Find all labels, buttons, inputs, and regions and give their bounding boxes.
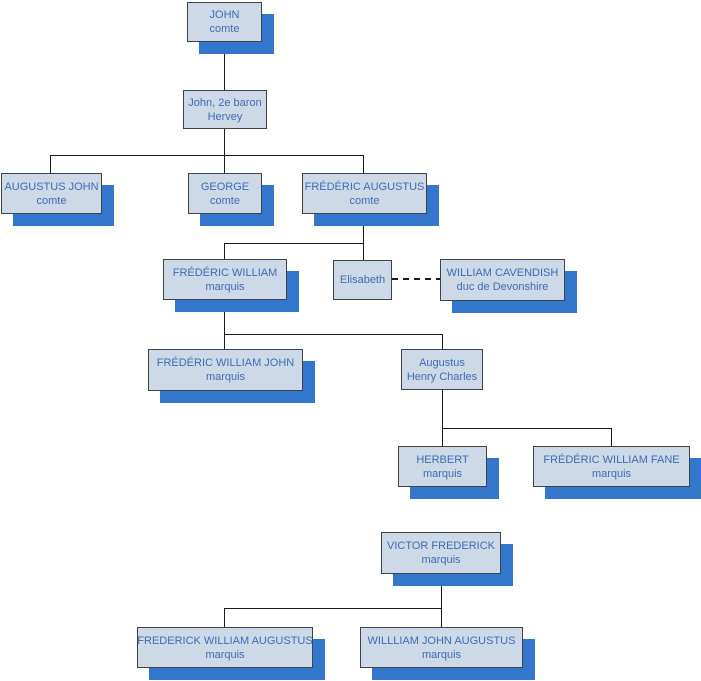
node-frederic-william-john: FRÉDÉRIC WILLIAM JOHN marquis	[148, 349, 303, 391]
node-name: FREDERICK WILLIAM AUGUSTUS	[137, 634, 313, 647]
node-name: Augustus	[419, 356, 465, 369]
node-willliam-john-augustus: WILLLIAM JOHN AUGUSTUS marquis	[360, 627, 523, 668]
connector-line	[442, 334, 443, 349]
connector-line	[50, 155, 364, 156]
connector-line	[224, 608, 225, 627]
node-elisabeth: Elisabeth	[333, 260, 392, 300]
connector-line	[441, 574, 442, 627]
node-frederic-william-fane: FRÉDÉRIC WILLIAM FANE marquis	[533, 446, 690, 487]
node-name: FRÉDÉRIC WILLIAM FANE	[543, 453, 680, 466]
node-name: GEORGE	[200, 180, 250, 193]
node-name: FRÉDÉRIC WILLIAM JOHN	[156, 357, 295, 369]
node-title: marquis	[421, 554, 461, 566]
connector-line	[224, 42, 225, 90]
node-title: marquis	[421, 648, 462, 661]
node-name: VICTOR FREDERICK	[387, 540, 495, 552]
node-name: FRÉDÉRIC AUGUSTUS	[304, 180, 425, 193]
node-title: marquis	[422, 467, 463, 480]
connector-line	[442, 390, 443, 446]
node-augustus-henry-charles: Augustus Henry Charles	[401, 349, 483, 390]
node-title: marquis	[591, 467, 632, 480]
node-william-cavendish: WILLIAM CAVENDISH duc de Devonshire	[440, 259, 565, 301]
node-frederick-william-augustus: FREDERICK WILLIAM AUGUSTUS marquis	[137, 627, 313, 668]
node-name: FRÉDÉRIC WILLIAM	[172, 266, 278, 279]
node-name: AUGUSTUS JOHN	[4, 180, 99, 193]
node-herbert: HERBERT marquis	[398, 446, 487, 487]
node-name: John, 2e baron	[188, 96, 262, 109]
node-name: WILLLIAM JOHN AUGUSTUS	[367, 634, 516, 647]
node-title: marquis	[205, 371, 246, 383]
connector-line	[363, 155, 364, 173]
connector-line	[442, 428, 612, 429]
node-name: WILLIAM CAVENDISH	[446, 267, 559, 279]
node-john-2e-baron-hervey: John, 2e baron Hervey	[183, 90, 267, 129]
node-name: Elisabeth	[339, 274, 386, 286]
node-title: Hervey	[207, 110, 243, 123]
node-title: comte	[210, 194, 240, 207]
node-victor-frederick: VICTOR FREDERICK marquis	[381, 532, 501, 574]
node-title: marquis	[205, 280, 245, 293]
node-name: JOHN	[209, 9, 240, 21]
connector-line	[224, 129, 225, 155]
connector-line	[224, 155, 225, 173]
connector-line	[224, 300, 225, 349]
connector-line	[50, 155, 51, 173]
connector-line	[363, 214, 364, 260]
connector-line	[611, 428, 612, 446]
node-augustus-john: AUGUSTUS JOHN comte	[1, 173, 102, 214]
node-title: Henry Charles	[406, 370, 478, 383]
node-name: HERBERT	[416, 453, 469, 466]
node-title: duc de Devonshire	[456, 281, 549, 293]
node-title: marquis	[205, 648, 245, 661]
marriage-dashed-line	[392, 278, 440, 280]
node-frederic-william: FRÉDÉRIC WILLIAM marquis	[163, 259, 287, 300]
node-george: GEORGE comte	[188, 173, 262, 214]
connector-line	[224, 334, 443, 335]
node-title: comte	[209, 23, 240, 35]
connector-line	[224, 243, 225, 259]
node-title: comte	[349, 194, 380, 207]
connector-line	[224, 608, 442, 609]
node-john: JOHN comte	[187, 2, 262, 42]
connector-line	[224, 243, 364, 244]
node-title: comte	[36, 194, 67, 207]
node-frederic-augustus: FRÉDÉRIC AUGUSTUS comte	[302, 173, 427, 214]
